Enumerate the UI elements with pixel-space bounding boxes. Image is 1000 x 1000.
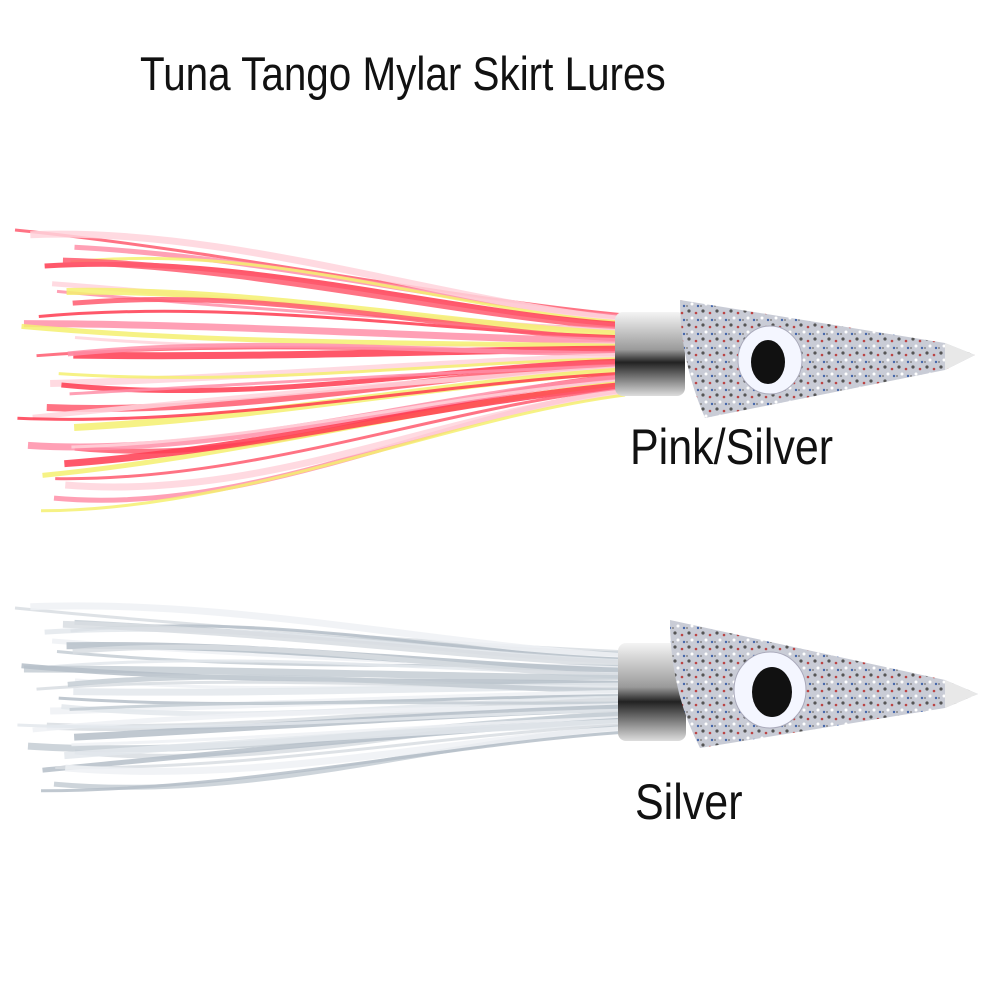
collar — [615, 312, 685, 396]
skirt-strand — [69, 701, 629, 712]
skirt-strand — [71, 378, 626, 449]
skirt-strand — [23, 320, 626, 346]
head-cone — [680, 300, 975, 418]
skirt-strand — [17, 371, 626, 421]
pink-silver-lure-head — [615, 300, 975, 418]
skirt-strand — [66, 287, 626, 338]
skirt-strand — [67, 342, 626, 357]
skirt-strand — [58, 357, 626, 379]
skirt-strand — [62, 620, 629, 668]
skirt-strand — [23, 665, 629, 683]
skirt-strand — [30, 602, 629, 661]
skirt-strand — [64, 718, 629, 760]
collar — [618, 643, 686, 741]
skirt-strand — [70, 256, 626, 324]
skirt-strand — [32, 365, 626, 420]
silver-lure-head — [618, 620, 978, 748]
skirt-strand — [17, 708, 629, 729]
skirt-strand — [55, 723, 629, 770]
skirt-strand — [71, 715, 629, 747]
page-title: Tuna Tango Mylar Skirt Lures — [140, 47, 666, 100]
product-label-silver: Silver — [635, 774, 743, 830]
silver-skirt — [14, 602, 629, 793]
skirt-strand — [67, 674, 629, 694]
skirt-strand — [50, 352, 626, 387]
pink-silver-skirt — [14, 228, 626, 513]
product-label-pink-silver: Pink/Silver — [630, 419, 834, 475]
skirt-strand — [64, 381, 626, 468]
skirt-strand — [32, 702, 629, 733]
head-cone — [670, 620, 978, 748]
skirt-strand — [64, 389, 626, 491]
skirt-strand — [72, 297, 626, 342]
skirt-strand — [62, 257, 626, 331]
skirt-strand — [64, 726, 629, 775]
skirt-strand — [30, 230, 626, 324]
skirt-strand — [69, 364, 626, 396]
skirt-strand — [21, 323, 626, 350]
skirt-strand — [41, 393, 626, 513]
skirt-strand — [55, 386, 626, 481]
skirt-strand — [41, 730, 629, 793]
skirt-strand — [72, 644, 629, 679]
